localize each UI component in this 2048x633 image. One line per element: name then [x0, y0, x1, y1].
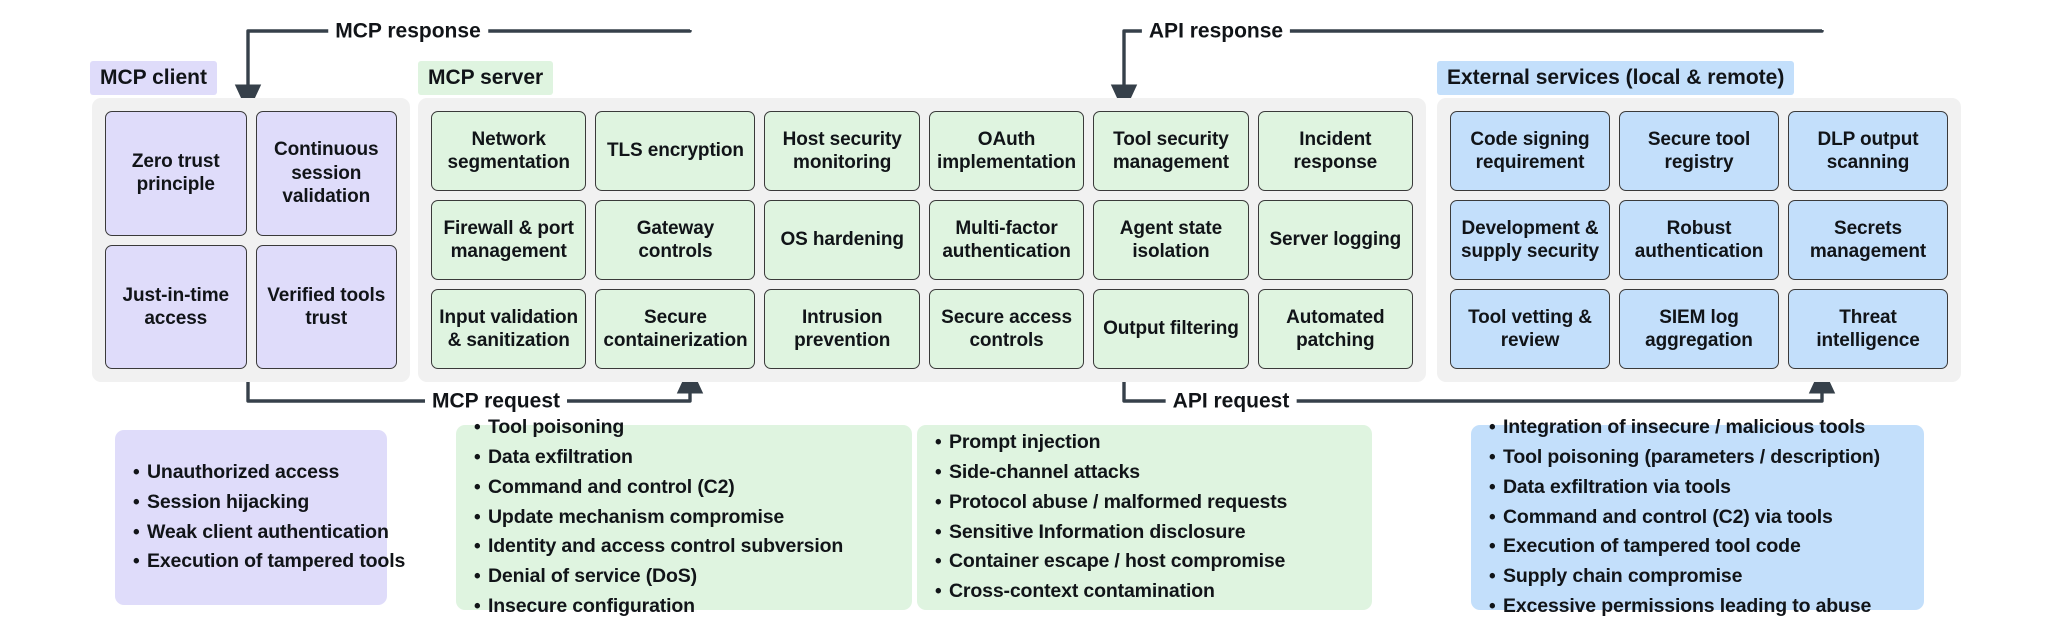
threat-list-server-runtime: Prompt injection Side-channel attacks Pr… [917, 425, 1372, 610]
control-card[interactable]: Secrets management [1788, 200, 1948, 280]
control-card[interactable]: Incident response [1257, 111, 1413, 191]
threat-item: Insecure configuration [474, 592, 894, 622]
threat-item: Unauthorized access [133, 458, 369, 488]
wire-label-api-response: API response [1141, 20, 1291, 42]
threat-item: Excessive permissions leading to abuse [1489, 592, 1906, 622]
control-card[interactable]: Input validation & sanitization [431, 289, 587, 369]
wire-label-mcp-response: MCP response [328, 20, 488, 42]
control-card[interactable]: Firewall & port management [431, 200, 587, 280]
control-card[interactable]: Host security monitoring [764, 111, 920, 191]
control-card[interactable]: Threat intelligence [1788, 289, 1948, 369]
wire-label-api-request: API request [1165, 390, 1297, 412]
control-card[interactable]: Multi-factor authentication [928, 200, 1085, 280]
control-card[interactable]: Server logging [1257, 200, 1413, 280]
threat-item: Tool poisoning (parameters / description… [1489, 443, 1906, 473]
threat-list-client: Unauthorized access Session hijacking We… [115, 430, 405, 605]
threat-item: Side-channel attacks [935, 458, 1354, 488]
threat-item: Execution of tampered tools [133, 547, 405, 577]
control-card[interactable]: Secure tool registry [1619, 111, 1779, 191]
control-card[interactable]: SIEM log aggregation [1619, 289, 1779, 369]
threat-list-external: Integration of insecure / malicious tool… [1471, 416, 1924, 617]
control-card[interactable]: OS hardening [764, 200, 920, 280]
group-panel-mcp-server: Network segmentation TLS encryption Host… [418, 98, 1426, 382]
threat-item: Command and control (C2) [474, 473, 894, 503]
control-card[interactable]: Tool security management [1093, 111, 1249, 191]
control-card[interactable]: Network segmentation [431, 111, 587, 191]
control-card[interactable]: Agent state isolation [1093, 200, 1249, 280]
control-card[interactable]: OAuth implementation [928, 111, 1085, 191]
threat-item: Identity and access control subversion [474, 532, 894, 562]
threat-item: Data exfiltration via tools [1489, 473, 1906, 503]
control-card[interactable]: Secure containerization [595, 289, 756, 369]
control-card[interactable]: Automated patching [1257, 289, 1413, 369]
control-card[interactable]: Robust authentication [1619, 200, 1779, 280]
threat-item: Session hijacking [133, 488, 369, 518]
control-card[interactable]: Gateway controls [595, 200, 756, 280]
control-card[interactable]: Secure access controls [928, 289, 1085, 369]
control-card[interactable]: Continuous session validation [255, 111, 397, 236]
control-card[interactable]: Zero trust principle [105, 111, 247, 236]
threat-item: Sensitive Information disclosure [935, 518, 1354, 548]
control-card[interactable]: DLP output scanning [1788, 111, 1948, 191]
threat-item: Data exfiltration [474, 443, 894, 473]
control-card[interactable]: Output filtering [1093, 289, 1249, 369]
group-panel-external-services: Code signing requirement Secure tool reg… [1437, 98, 1961, 382]
threat-item: Supply chain compromise [1489, 562, 1906, 592]
control-card[interactable]: Code signing requirement [1450, 111, 1610, 191]
threat-item: Execution of tampered tool code [1489, 532, 1906, 562]
control-card[interactable]: Just-in-time access [105, 244, 247, 369]
threat-item: Denial of service (DoS) [474, 562, 894, 592]
control-card[interactable]: Intrusion prevention [764, 289, 920, 369]
control-card[interactable]: Verified tools trust [255, 244, 397, 369]
threat-item: Cross-context contamination [935, 577, 1354, 607]
threat-item: Tool poisoning [474, 413, 894, 443]
wire-label-mcp-request: MCP request [425, 390, 567, 412]
threat-item: Prompt injection [935, 428, 1354, 458]
threat-item: Weak client authentication [133, 518, 389, 548]
control-card[interactable]: TLS encryption [595, 111, 756, 191]
threat-item: Command and control (C2) via tools [1489, 503, 1906, 533]
group-panel-mcp-client: Zero trust principle Continuous session … [92, 98, 410, 382]
group-title-mcp-client: MCP client [90, 61, 217, 96]
threat-item: Protocol abuse / malformed requests [935, 488, 1354, 518]
group-title-external-services: External services (local & remote) [1437, 61, 1795, 96]
threat-list-server-protocol: Tool poisoning Data exfiltration Command… [456, 416, 912, 617]
group-title-mcp-server: MCP server [418, 61, 554, 96]
threat-item: Integration of insecure / malicious tool… [1489, 413, 1906, 443]
threat-item: Container escape / host compromise [935, 547, 1354, 577]
control-card[interactable]: Tool vetting & review [1450, 289, 1610, 369]
control-card[interactable]: Development & supply security [1450, 200, 1610, 280]
threat-item: Update mechanism compromise [474, 503, 894, 533]
